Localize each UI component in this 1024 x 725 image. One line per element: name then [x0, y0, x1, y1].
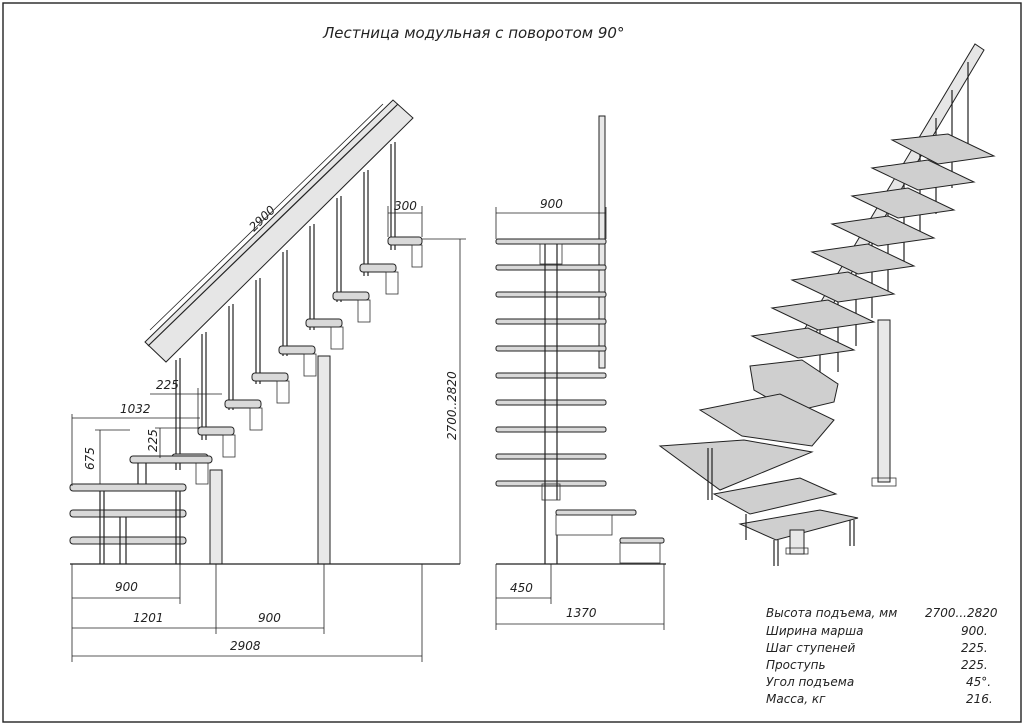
balusters	[175, 142, 396, 470]
front-elevation-view: 900 450 1370	[495, 115, 666, 630]
svg-text:1201: 1201	[133, 611, 164, 625]
spec-label: Высота подъема, мм	[766, 606, 897, 620]
svg-text:900: 900	[540, 197, 563, 211]
dim-225-vertical: 225	[146, 427, 200, 458]
dim-450: 450	[495, 564, 552, 630]
dim-2908: 2908	[72, 564, 423, 662]
spec-value: 2700...2820	[925, 606, 998, 620]
svg-text:675: 675	[83, 447, 97, 470]
iso-lower-supports	[707, 448, 855, 566]
spec-label: Угол подъема	[766, 675, 854, 689]
dim-1032: 1032	[71, 402, 200, 486]
handrail	[144, 99, 414, 363]
svg-text:1370: 1370	[566, 606, 597, 620]
dim-height-range: 2700..2820	[422, 238, 466, 564]
svg-text:2908: 2908	[230, 639, 261, 653]
dim-1201: 1201	[72, 564, 217, 634]
spec-label: Проступь	[766, 658, 826, 672]
svg-text:225: 225	[146, 429, 160, 452]
dim-225-horizontal: 225	[150, 378, 222, 430]
spec-table: Высота подъема, мм 2700...2820 Ширина ма…	[766, 606, 998, 706]
dim-900-left: 900	[71, 564, 181, 662]
spec-value: 225.	[961, 641, 988, 655]
isometric-view	[658, 43, 996, 566]
spec-value: 225.	[961, 658, 988, 672]
svg-text:2700..2820: 2700..2820	[445, 371, 459, 440]
svg-text:900: 900	[258, 611, 281, 625]
spec-label: Ширина марша	[766, 624, 863, 638]
drawing-title: Лестница модульная с поворотом 90°	[322, 24, 624, 42]
side-elevation-view: 2900 300 2700..2820 225 1032	[69, 99, 466, 662]
svg-text:900: 900	[115, 580, 138, 594]
iso-treads	[658, 133, 996, 541]
support-posts	[209, 355, 331, 565]
spec-value: 216.	[966, 692, 993, 706]
front-spine	[539, 243, 661, 564]
svg-text:450: 450	[510, 581, 533, 595]
dim-675: 675	[83, 429, 130, 484]
dim-900: 900	[216, 564, 325, 634]
svg-text:1032: 1032	[120, 402, 151, 416]
dim-1370: 1370	[496, 564, 665, 630]
spec-value: 45°.	[966, 675, 991, 689]
spec-value: 900.	[961, 624, 988, 638]
spec-label: Масса, кг	[766, 692, 826, 706]
iso-main-post	[877, 319, 891, 483]
dim-width-top: 900	[495, 197, 607, 239]
steps	[69, 236, 423, 564]
svg-text:300: 300	[394, 199, 417, 213]
svg-text:225: 225	[156, 378, 179, 392]
dim-step-depth-top: 300	[387, 199, 423, 237]
spec-label: Шаг ступеней	[766, 641, 855, 655]
front-treads	[495, 238, 665, 544]
